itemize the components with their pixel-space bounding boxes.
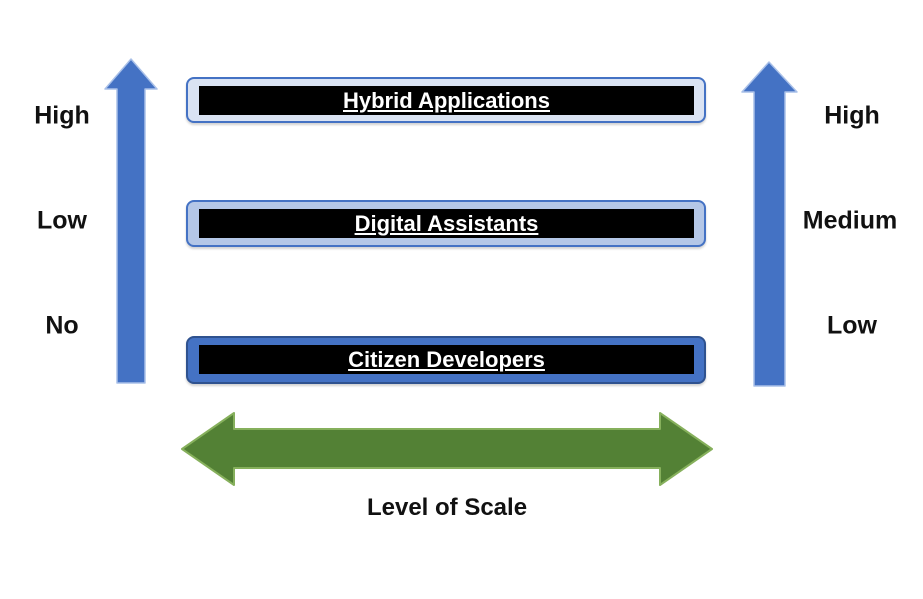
bottom-axis-title: Level of Scale — [366, 494, 528, 521]
left-axis-label-no: No — [45, 311, 79, 340]
right-vertical-arrow — [741, 61, 798, 387]
horizontal-double-arrow — [181, 412, 713, 486]
bar-citizen-developers-inner: Citizen Developers — [199, 345, 694, 374]
right-axis-label-medium: Medium — [802, 206, 898, 235]
bar-digital-assistants: Digital Assistants — [186, 200, 706, 247]
bar-hybrid-applications: Hybrid Applications — [186, 77, 706, 123]
right-axis-label-low: Low — [827, 311, 877, 340]
left-vertical-arrow — [104, 58, 158, 384]
bar-citizen-developers: Citizen Developers — [186, 336, 706, 384]
left-axis-label-high: High — [34, 101, 90, 130]
bar-hybrid-applications-inner: Hybrid Applications — [199, 86, 694, 115]
bar-hybrid-applications-label: Hybrid Applications — [343, 88, 550, 113]
left-axis-label-low: Low — [37, 206, 87, 235]
bar-digital-assistants-label: Digital Assistants — [354, 211, 539, 236]
bar-digital-assistants-inner: Digital Assistants — [199, 209, 694, 238]
bar-citizen-developers-label: Citizen Developers — [348, 347, 545, 372]
right-axis-label-high: High — [824, 101, 880, 130]
